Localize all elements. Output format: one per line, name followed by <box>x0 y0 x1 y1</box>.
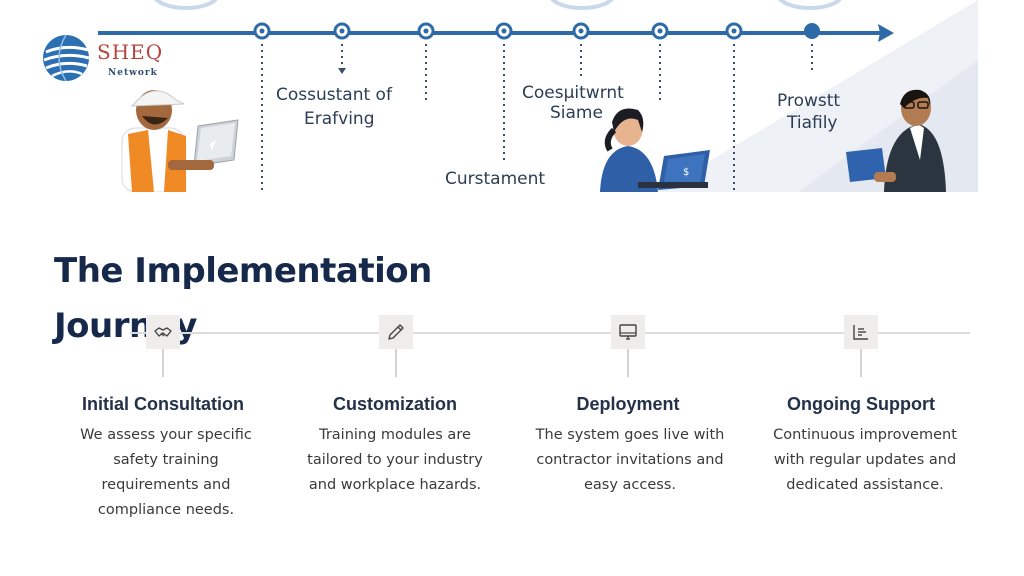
step-icon-box <box>146 315 180 349</box>
timeline-tick <box>395 349 397 377</box>
step-icon-box <box>379 315 413 349</box>
worker-figure <box>121 90 239 192</box>
step-icon-box <box>844 315 878 349</box>
step-description: The system goes live with contractor inv… <box>535 427 725 493</box>
hero-label: Coesμitwrnt <box>522 83 624 103</box>
page-title-line2: Journey <box>54 306 197 346</box>
handshake-icon <box>154 327 172 337</box>
hero-label: Cossustant of <box>276 85 392 105</box>
hero-label: Curstament <box>445 169 546 189</box>
step-description: Continuous improvement with regular upda… <box>773 427 957 493</box>
step-title: Customization <box>333 394 457 414</box>
manager-figure <box>846 89 946 192</box>
hero-artwork: $ <box>98 0 978 192</box>
timeline-line <box>130 332 970 334</box>
woman-figure: $ <box>600 108 710 192</box>
globe-icon <box>43 34 90 82</box>
step-title: Deployment <box>576 394 680 414</box>
brand-logo: SHEQ Network <box>42 34 172 84</box>
step-description: We assess your specific safety training … <box>80 427 252 518</box>
hero-illustration: $ Cossustant of Erafving Coesμitwrnt Sia… <box>98 0 978 192</box>
brand-name: SHEQ <box>97 40 164 64</box>
timeline-tick <box>627 349 629 377</box>
pencil-icon <box>388 324 404 340</box>
hero-label: Prowstt <box>777 91 841 111</box>
timeline-tick <box>162 349 164 377</box>
step-title: Initial Consultation <box>82 394 244 414</box>
bar-chart-icon <box>853 325 868 340</box>
step-title: Ongoing Support <box>787 394 935 414</box>
step-description: Training modules are tailored to your in… <box>307 427 483 493</box>
hero-label: Erafving <box>304 109 375 129</box>
page-title: The Implementation Journey <box>54 244 434 354</box>
hero-label: Siame <box>550 103 603 123</box>
brand-tagline: Network <box>108 68 158 78</box>
monitor-icon <box>619 324 637 340</box>
step-icon-box <box>611 315 645 349</box>
timeline-tick <box>860 349 862 377</box>
hero-label: Tiafily <box>787 113 838 133</box>
svg-text:$: $ <box>683 167 689 178</box>
page-title-line1: The Implementation <box>54 251 432 291</box>
